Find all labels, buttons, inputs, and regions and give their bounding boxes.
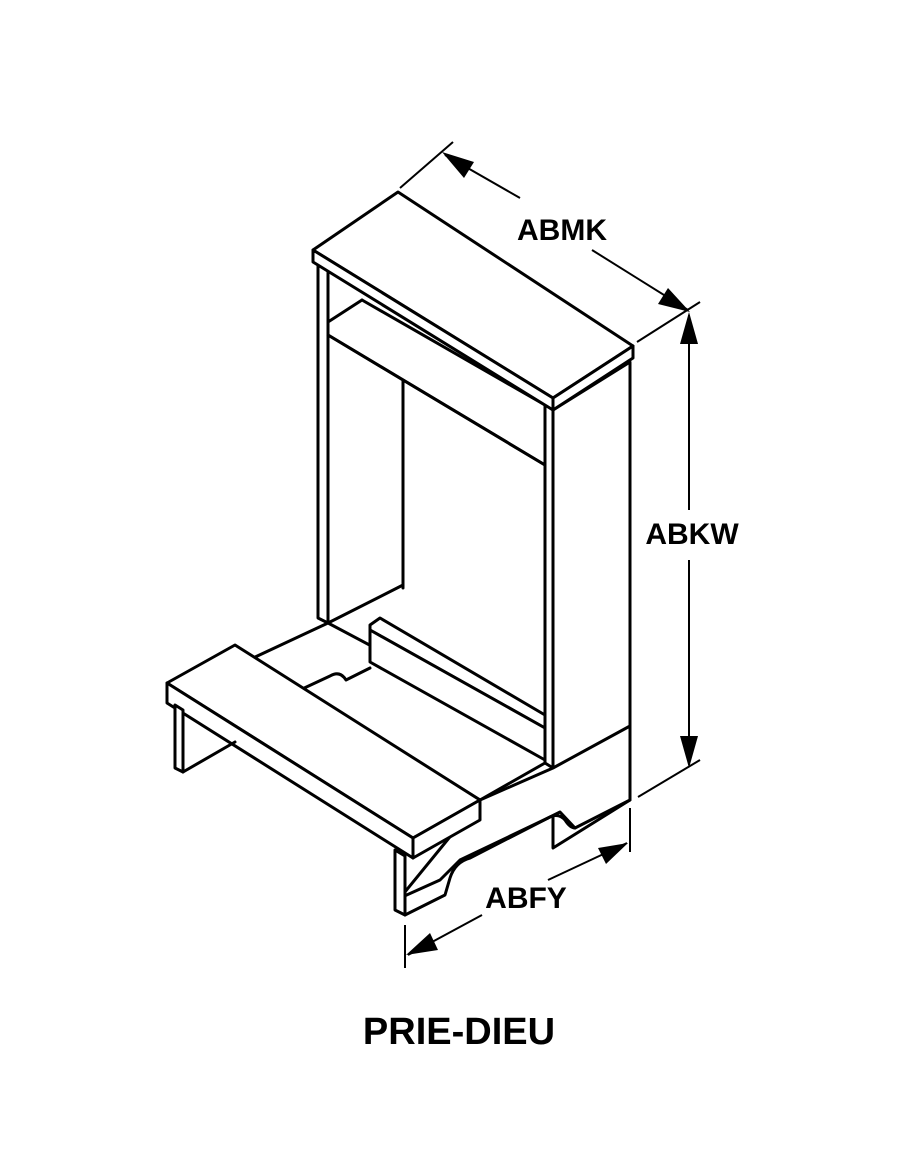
right-post <box>543 402 555 770</box>
base-platform <box>251 621 632 900</box>
kneeler-board <box>165 643 482 860</box>
dimension-label-abkw: ABKW <box>645 518 739 551</box>
diagram-caption: PRIE-DIEU <box>363 1011 555 1053</box>
legs <box>173 703 550 917</box>
dimension-abmk: ABMK <box>399 141 701 343</box>
dimension-abfy: ABFY <box>404 808 631 968</box>
dimension-abkw: ABKW <box>637 312 739 798</box>
top-slab <box>311 190 635 412</box>
dimension-label-abmk: ABMK <box>517 214 607 247</box>
kneeler-riser <box>298 616 547 762</box>
dimension-label-abfy: ABFY <box>485 882 567 915</box>
